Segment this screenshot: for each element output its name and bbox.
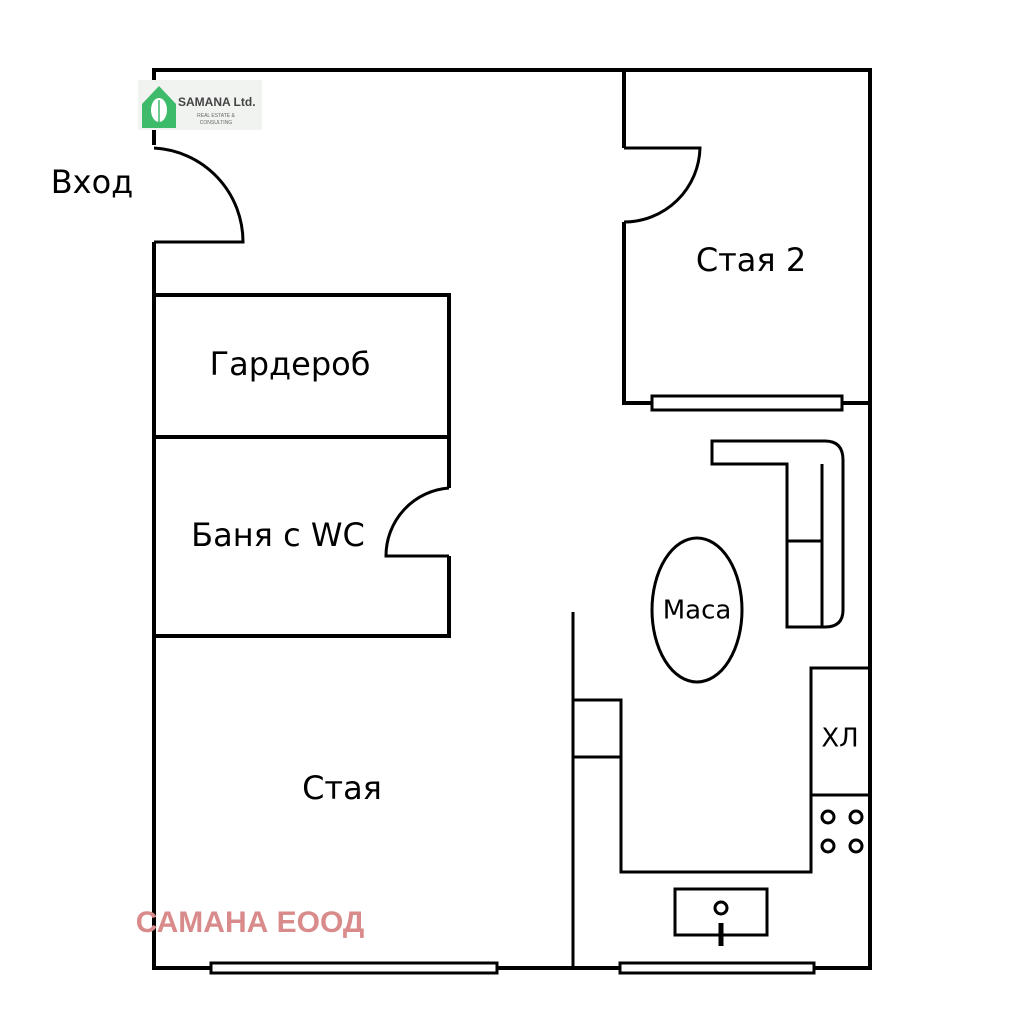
company-logo: SAMANA Ltd. REAL ESTATE & CONSULTING	[138, 80, 262, 130]
label-room2: Стая 2	[696, 241, 806, 279]
label-room: Стая	[302, 769, 382, 807]
entrance-door	[153, 146, 245, 244]
window-kitchen	[618, 961, 816, 975]
logo-name: SAMANA Ltd.	[178, 95, 256, 109]
window-room	[209, 961, 499, 975]
room2-door	[623, 146, 702, 224]
label-table: Маса	[663, 596, 732, 626]
logo-tagline-1: REAL ESTATE &	[197, 113, 235, 119]
watermark-text: САМАНА ЕООД	[136, 906, 365, 939]
bathroom-door	[384, 486, 450, 558]
kitchen-cabinet	[571, 698, 623, 759]
logo-tagline-2: CONSULTING	[200, 120, 233, 126]
wardrobe-walls	[154, 293, 451, 488]
stove-burners-icon	[820, 809, 864, 854]
label-bathroom: Баня с WC	[191, 516, 365, 554]
bathroom-walls	[154, 556, 451, 638]
window-room2	[650, 394, 844, 412]
room2-walls	[622, 70, 870, 405]
sofa-icon	[710, 439, 845, 629]
label-fridge: ХЛ	[821, 724, 858, 754]
label-wardrobe: Гардероб	[210, 345, 371, 383]
sink-icon	[673, 887, 769, 946]
kitchen-counter	[619, 666, 870, 874]
label-entrance: Вход	[51, 163, 134, 201]
table-icon	[650, 536, 744, 684]
